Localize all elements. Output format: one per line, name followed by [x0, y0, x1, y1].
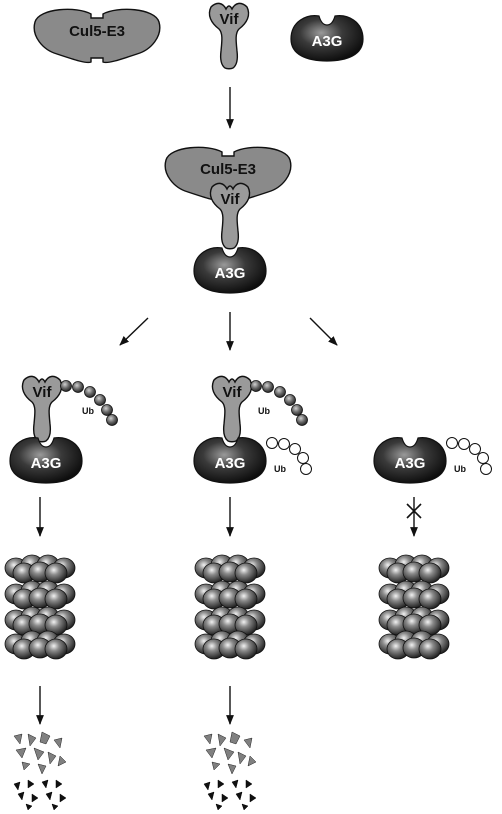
a3g-label-top: A3G [312, 33, 343, 50]
proteasome-icon [195, 555, 265, 659]
a3g-label-right: A3G [395, 455, 426, 472]
arrow-left-branch [119, 317, 149, 346]
a3g-free: A3G [290, 15, 364, 62]
cul5-vif-a3g-complex: Cul5-E3 Vif A3G [164, 146, 292, 294]
peptide-fragments-icon [203, 731, 257, 811]
vif-free: Vif [208, 2, 250, 70]
arrow-right-branch [309, 317, 338, 346]
a3g-label-left: A3G [31, 455, 62, 472]
ub-chain-vif-middle: Ub [250, 380, 308, 426]
blocked-arrow-icon [406, 497, 422, 537]
proteasome-icon [379, 555, 449, 659]
cul5-label-top: Cul5-E3 [69, 23, 125, 40]
ub-chain-vif-left: Ub [60, 380, 118, 426]
vif-label-top: Vif [220, 11, 240, 28]
vif-label-left: Vif [33, 384, 53, 401]
peptide-fragments-icon [13, 731, 67, 811]
ub-label-left: Ub [82, 406, 94, 416]
proteasome-icon [5, 555, 75, 659]
ub-label-right: Ub [454, 464, 466, 474]
pathway-middle: Vif Ub A3G Ub [193, 375, 312, 811]
pathway-left: Vif Ub A3G [5, 375, 118, 811]
a3g-label-complex: A3G [215, 265, 246, 282]
ub-chain-a3g-middle: Ub [266, 437, 312, 475]
cul5-e3-free: Cul5-E3 [33, 8, 161, 64]
pathway-right: A3G Ub [373, 437, 492, 660]
ub-label-middle-a3g: Ub [274, 464, 286, 474]
cul5-label-complex: Cul5-E3 [200, 161, 256, 178]
ub-chain-a3g-right: Ub [446, 437, 492, 475]
a3g-label-middle: A3G [215, 455, 246, 472]
vif-label-complex: Vif [221, 191, 241, 208]
vif-label-middle: Vif [223, 384, 243, 401]
ub-label-middle-vif: Ub [258, 406, 270, 416]
